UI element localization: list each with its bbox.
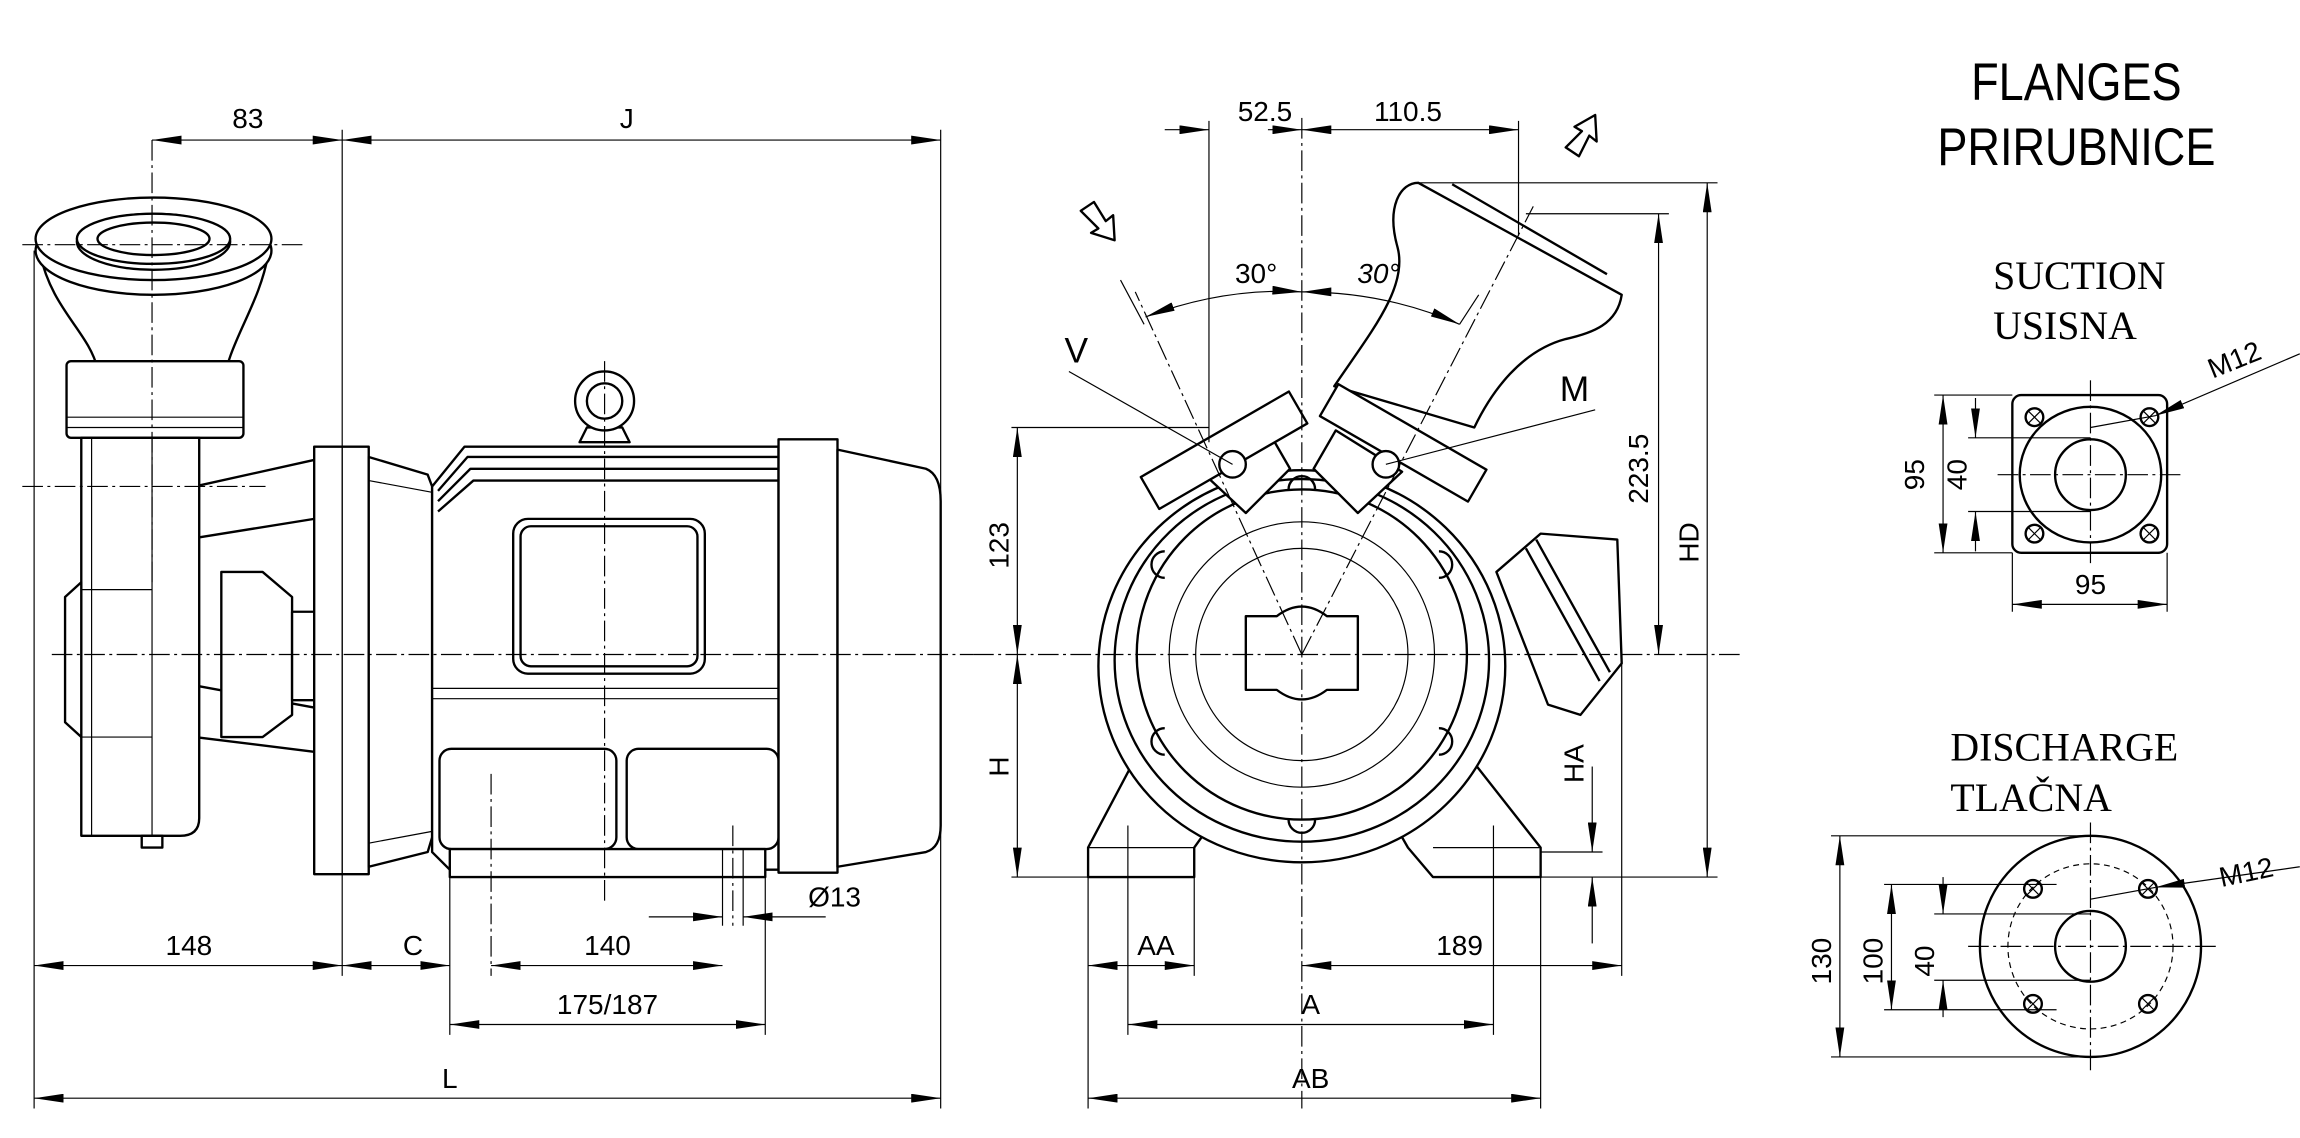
front-view-centerlines [973, 117, 1740, 1109]
side-view-centerlines [22, 140, 974, 976]
dim-175-187-label: 175/187 [557, 989, 658, 1020]
suction-title-local: USISNA [1993, 304, 2137, 348]
suction-dim-height: 95 [1899, 459, 1930, 490]
discharge-title: DISCHARGE [1950, 726, 2178, 770]
side-view-outline [34, 196, 942, 879]
dim-c-label: C [403, 930, 423, 961]
side-view-dimension-lines [34, 135, 941, 1103]
suction-flow-arrow-icon [1079, 200, 1116, 242]
angle-left-label: 30° [1235, 258, 1277, 289]
dim-hole-diameter-label: Ø13 [808, 882, 861, 913]
port-v-label: V [1064, 332, 1088, 371]
dim-189-label: 189 [1436, 930, 1483, 961]
discharge-dim-inner: 40 [1909, 946, 1940, 977]
discharge-flange: DISCHARGE TLAČNA 13 [1806, 726, 2300, 1074]
suction-dim-width: 95 [2075, 569, 2106, 600]
flanges-title: FLANGES [1971, 53, 2182, 112]
front-view: 52.5 110.5 30° 30° V M 123 H 223.5 HD HA… [973, 96, 1740, 1109]
dim-140-label: 140 [584, 930, 631, 961]
dim-83-label: 83 [232, 103, 263, 134]
dim-j-label: J [620, 103, 634, 134]
angle-right-label: 30° [1357, 258, 1399, 289]
dim-aa-label: AA [1137, 930, 1175, 961]
dim-h-label: H [983, 756, 1014, 776]
dim-hd-label: HD [1673, 522, 1704, 562]
discharge-dim-outer: 130 [1806, 938, 1837, 985]
front-view-outline [1086, 181, 1623, 879]
suction-dim-inner: 40 [1942, 459, 1973, 490]
side-view-extension-lines [33, 129, 942, 1109]
discharge-dim-bolt-circle: 100 [1858, 938, 1889, 985]
dim-a-label: A [1301, 989, 1320, 1020]
discharge-thread-label: M12 [2216, 851, 2276, 893]
discharge-flow-arrow-icon [1564, 113, 1598, 158]
suction-thread-label: M12 [2203, 335, 2265, 384]
flanges-title-local: PRIRUBNICE [1937, 118, 2215, 177]
dim-148-label: 148 [166, 930, 213, 961]
flow-arrows [1079, 113, 1598, 242]
port-m-label: M [1560, 370, 1589, 409]
discharge-title-local: TLAČNA [1950, 776, 2112, 820]
front-view-dimension-lines [1012, 125, 1712, 1103]
dim-ha-label: HA [1558, 744, 1589, 783]
dim-ab-label: AB [1292, 1063, 1329, 1094]
side-view: 83 J 148 C 140 175/187 L Ø13 [22, 103, 974, 1109]
dim-223-5-label: 223.5 [1623, 434, 1654, 504]
dim-l-label: L [442, 1063, 458, 1094]
flanges-section: FLANGES PRIRUBNICE SUCTION USISNA [1806, 53, 2300, 1074]
suction-flange: SUCTION USISNA 95 [1899, 254, 2300, 612]
dim-123-label: 123 [983, 522, 1014, 569]
suction-title: SUCTION [1993, 254, 2165, 298]
dim-110-5-label: 110.5 [1374, 96, 1442, 127]
dim-52-5-label: 52.5 [1238, 96, 1292, 127]
